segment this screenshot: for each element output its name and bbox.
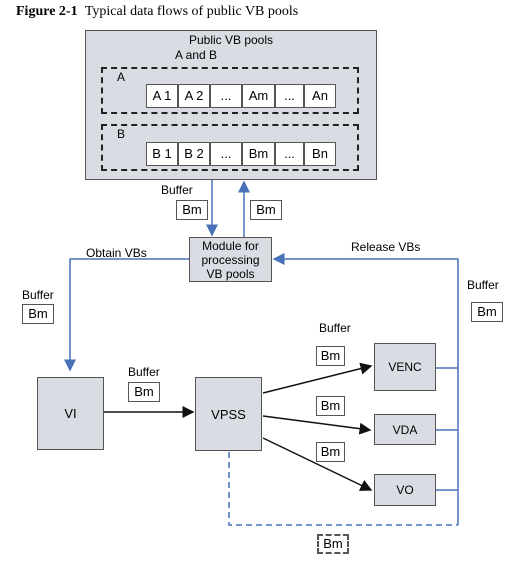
venc-box: VENC bbox=[374, 343, 436, 391]
buffer-label: Buffer bbox=[128, 365, 160, 379]
bm-buffer-box: Bm bbox=[22, 304, 54, 324]
pool-b-block: ... bbox=[275, 142, 304, 166]
vpss-box: VPSS bbox=[195, 377, 262, 451]
vo-box: VO bbox=[374, 474, 436, 506]
pools-title-line1: Public VB pools bbox=[188, 33, 274, 47]
vpss-to-venc-line bbox=[262, 362, 373, 394]
bm-buffer-box: Bm bbox=[471, 302, 503, 322]
vb-module-label: Module for processing VB pools bbox=[201, 238, 260, 281]
figure-caption: Figure 2-1 Typical data flows of public … bbox=[16, 4, 298, 20]
pool-a-block: ... bbox=[210, 84, 242, 108]
vo-label: VO bbox=[396, 483, 414, 497]
pool-b-block: B 1 bbox=[146, 142, 178, 166]
vpss-label: VPSS bbox=[211, 406, 246, 422]
vda-label: VDA bbox=[392, 422, 418, 437]
pool-b-block: Bn bbox=[304, 142, 336, 166]
pool-a-label: A bbox=[117, 70, 126, 84]
figure-number: Figure 2-1 bbox=[16, 4, 78, 19]
bm-buffer-box: Bm bbox=[316, 346, 345, 366]
pool-b-block: Bm bbox=[242, 142, 275, 166]
pool-a-block: A 1 bbox=[146, 84, 178, 108]
pool-b-label: B bbox=[117, 127, 126, 141]
pool-b-block: ... bbox=[210, 142, 242, 166]
obtain-line bbox=[64, 258, 189, 372]
bm-buffer-box: Bm bbox=[316, 396, 345, 416]
bm-buffer-box: Bm bbox=[176, 200, 208, 220]
pool-a-block: A 2 bbox=[178, 84, 210, 108]
figure-title: Typical data flows of public VB pools bbox=[84, 4, 299, 19]
vpss-dashed-release bbox=[228, 452, 458, 526]
venc-label: VENC bbox=[388, 360, 422, 374]
vb-module-box: Module for processing VB pools bbox=[189, 237, 272, 282]
pool-a-block: Am bbox=[242, 84, 275, 108]
pool-b-frame bbox=[101, 124, 359, 171]
pools-title-line2: A and B bbox=[175, 48, 218, 62]
pool-a-block: An bbox=[304, 84, 336, 108]
vpss-to-vo-line bbox=[262, 437, 373, 491]
bm-buffer-box: Bm bbox=[128, 382, 160, 402]
buffer-label: Buffer bbox=[161, 183, 193, 197]
pool-b-block: B 2 bbox=[178, 142, 210, 166]
buffer-label: Buffer bbox=[22, 288, 54, 302]
bm-buffer-box: Bm bbox=[317, 534, 349, 554]
buffer-label: Buffer bbox=[319, 321, 351, 335]
bm-buffer-box: Bm bbox=[316, 442, 345, 462]
bm-buffer-box: Bm bbox=[250, 200, 282, 220]
pool-a-block: ... bbox=[275, 84, 304, 108]
vi-box: VI bbox=[37, 377, 104, 450]
vpss-to-vda-line bbox=[262, 415, 372, 435]
release-bus bbox=[272, 253, 459, 525]
obtain-vbs-label: Obtain VBs bbox=[86, 246, 147, 260]
buffer-label: Buffer bbox=[467, 278, 499, 292]
release-vbs-label: Release VBs bbox=[351, 240, 421, 254]
vda-box: VDA bbox=[374, 414, 436, 445]
pool-a-frame bbox=[101, 67, 359, 114]
vi-label: VI bbox=[64, 406, 77, 421]
